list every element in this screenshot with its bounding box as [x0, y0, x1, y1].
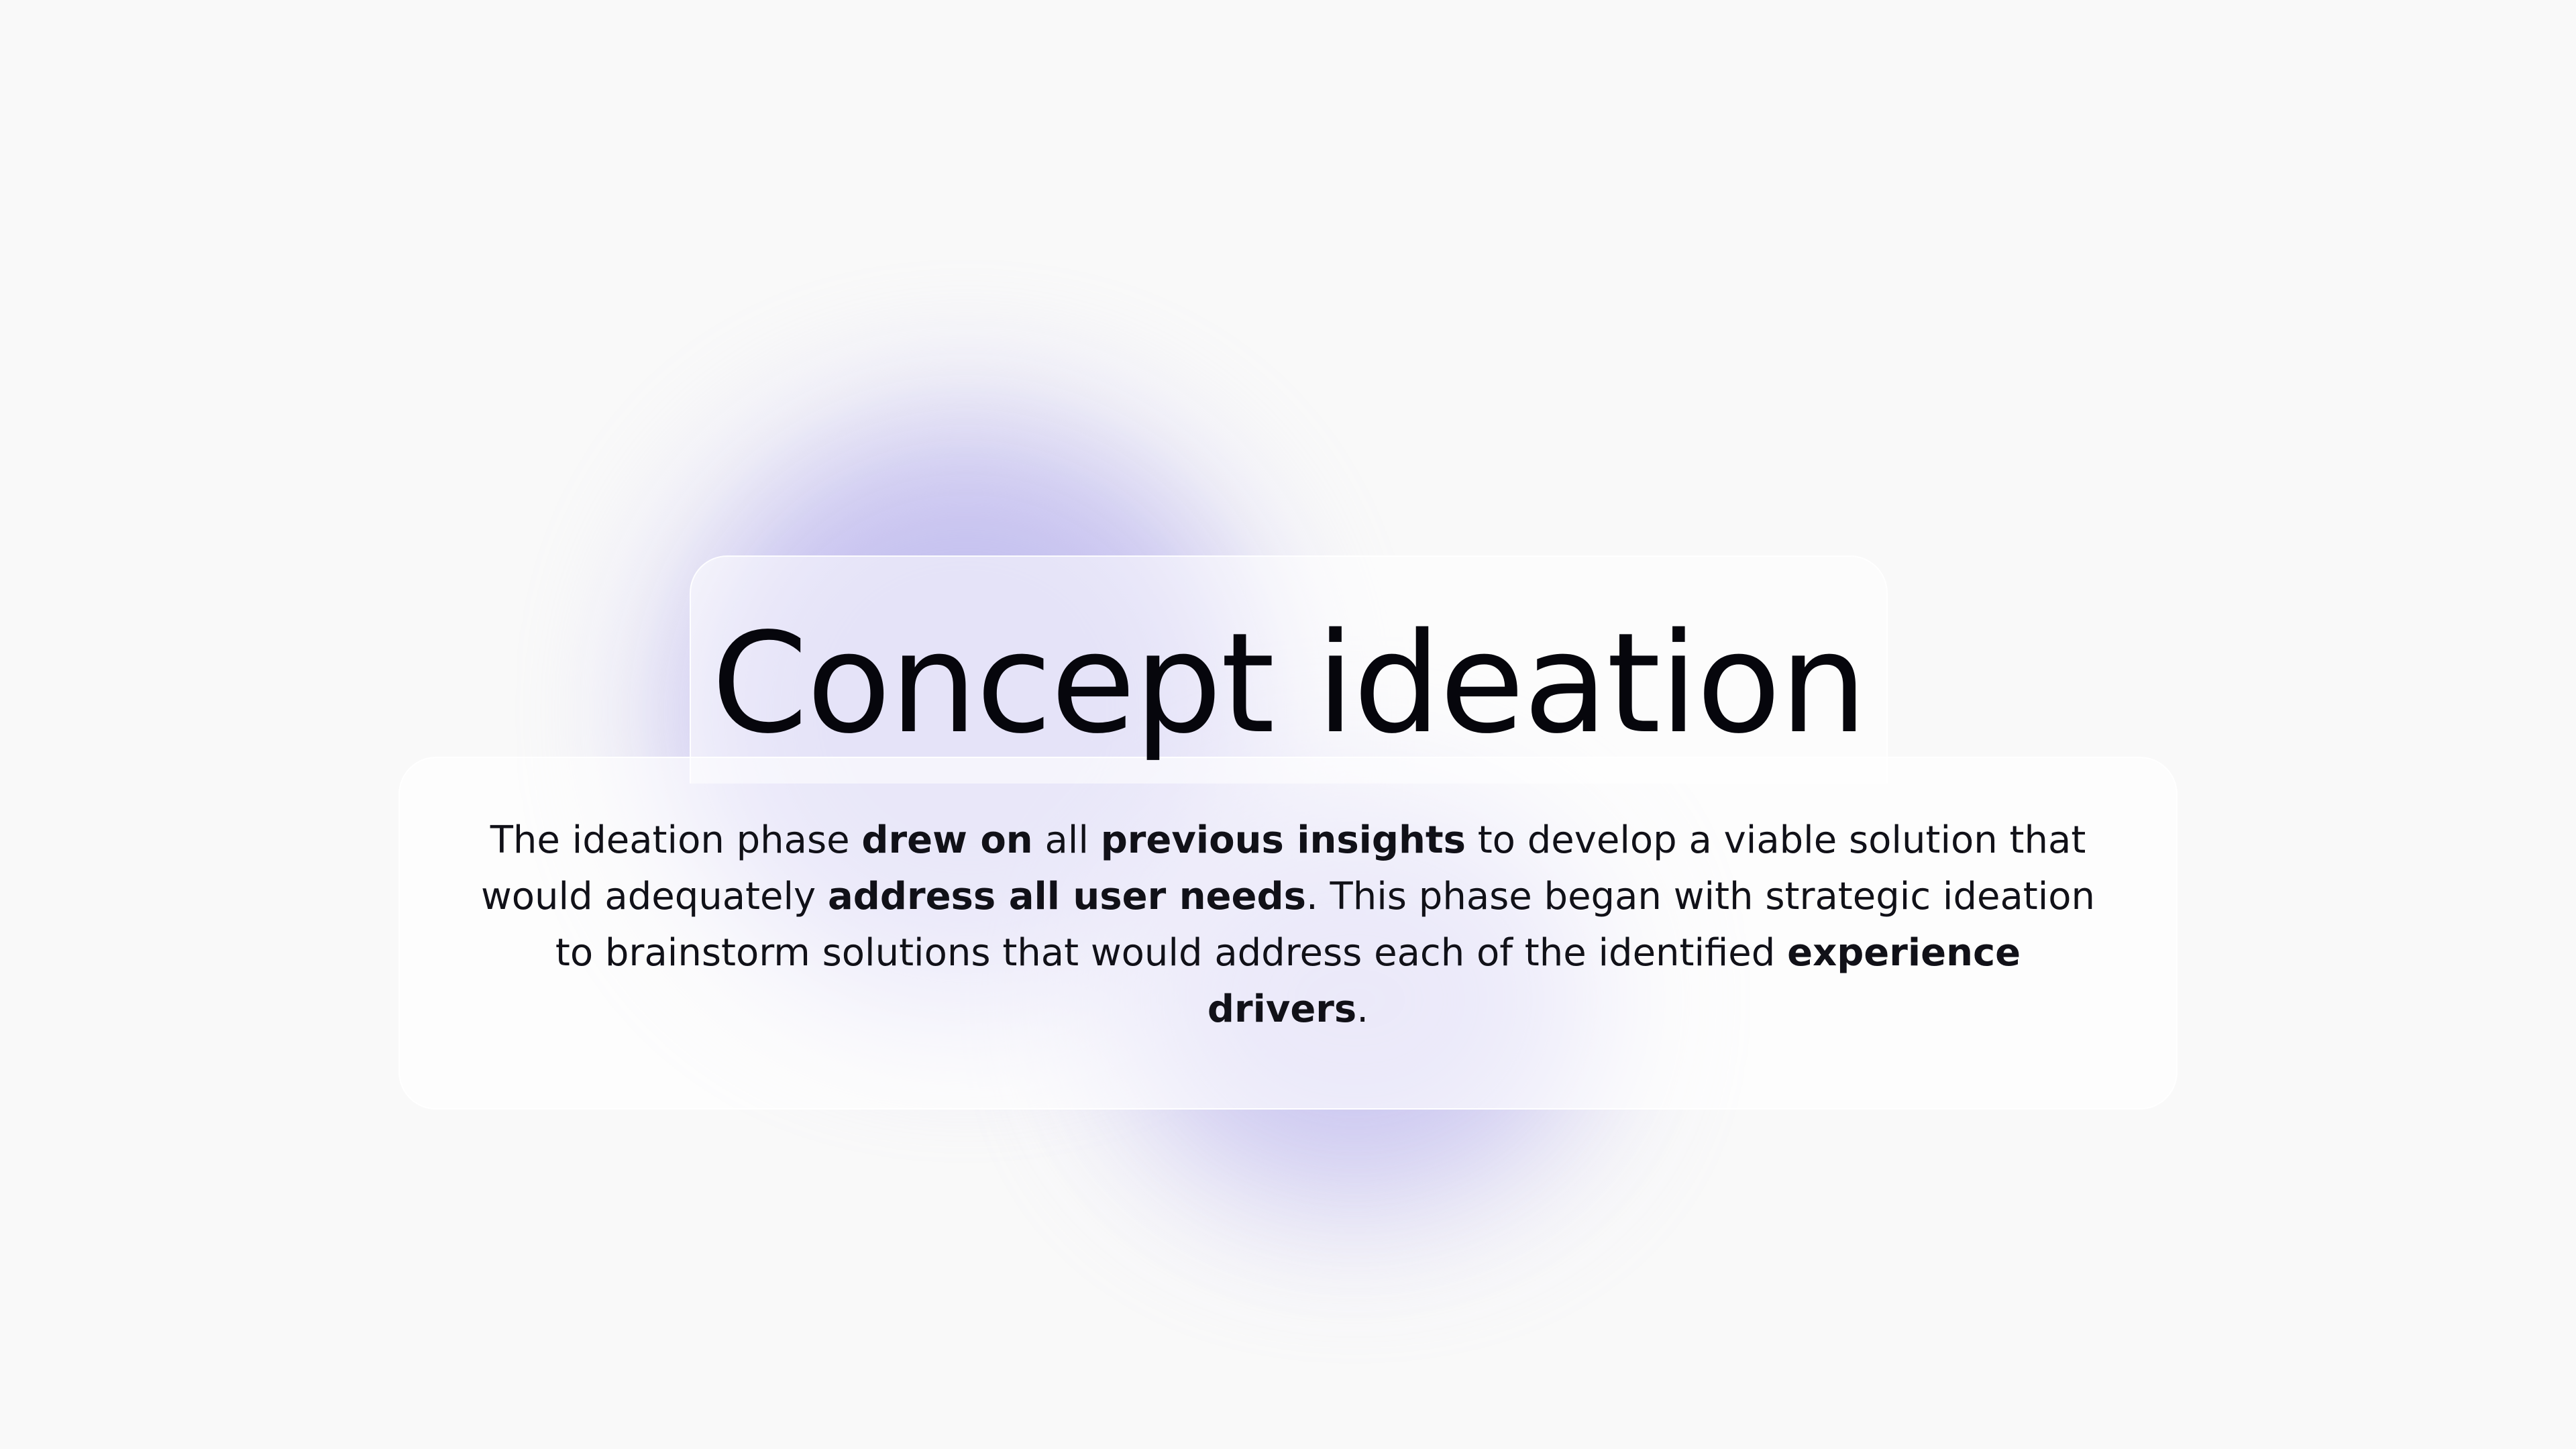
description-text-segment: The ideation phase [490, 818, 862, 862]
description-emphasis: previous insights [1100, 818, 1466, 862]
description-text-segment: . [1356, 987, 1369, 1031]
description-card: The ideation phase drew on all previous … [398, 757, 2178, 1110]
description-text-segment: to develop a viable solution that would … [480, 818, 2086, 918]
title-card: Concept ideation [690, 555, 1888, 784]
page-title: Concept ideation [711, 603, 1867, 764]
description-text: The ideation phase drew on all previous … [470, 812, 2106, 1038]
description-text-segment: all [1032, 818, 1101, 862]
description-emphasis: drew on [861, 818, 1033, 862]
description-emphasis: address all user needs [828, 875, 1306, 918]
description-emphasis: experience drivers [1207, 931, 2021, 1031]
description-text-segment: . This phase began with strategic ideati… [555, 875, 2096, 975]
